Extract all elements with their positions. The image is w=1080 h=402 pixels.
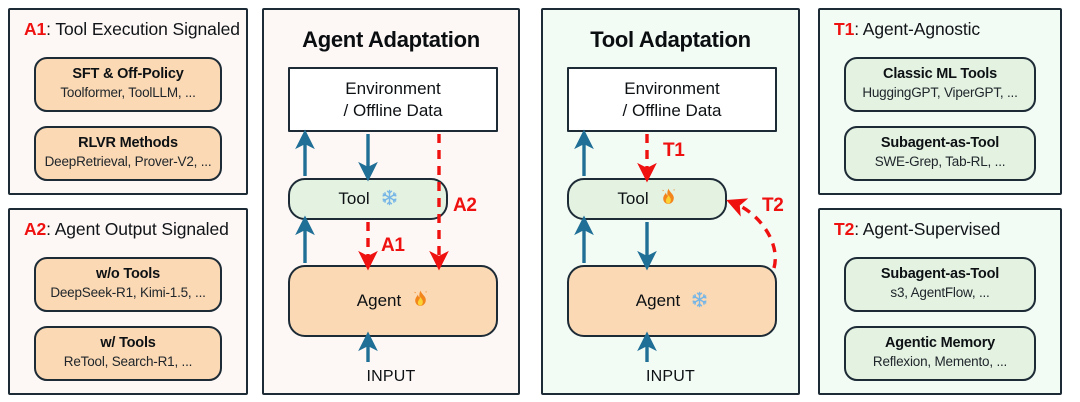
panel-t2-title: T2: Agent-Supervised bbox=[834, 219, 1000, 240]
chip-subtitle: Reflexion, Memento, ... bbox=[872, 354, 1008, 369]
environment-line-2: / Offline Data bbox=[622, 100, 722, 120]
tool-adaptation-title: Tool Adaptation bbox=[590, 27, 751, 52]
panel-a1-title: A1: Tool Execution Signaled bbox=[24, 19, 240, 40]
environment-line-1: Environment bbox=[624, 78, 720, 98]
panel-a2-title: A2: Agent Output Signaled bbox=[24, 219, 229, 240]
chip-w-tools[interactable]: w/ Tools ReTool, Search-R1, ... bbox=[34, 326, 222, 381]
chip-title: Agentic Memory bbox=[885, 335, 995, 351]
agent-node-agent: Agent bbox=[288, 265, 498, 337]
panel-t1-title: T1: Agent-Agnostic bbox=[834, 19, 980, 40]
panel-agent-adaptation: Agent Adaptation Environment / Offline D… bbox=[262, 8, 520, 395]
red-label-a1: A1 bbox=[381, 235, 405, 256]
chip-title: Subagent-as-Tool bbox=[880, 266, 1000, 282]
panel-a1: A1: Tool Execution Signaled SFT & Off-Po… bbox=[8, 8, 248, 195]
environment-node-agent: Environment / Offline Data bbox=[288, 67, 498, 132]
chip-subtitle: SWE-Grep, Tab-RL, ... bbox=[874, 154, 1006, 169]
fire-icon bbox=[660, 188, 677, 210]
fire-icon bbox=[412, 290, 429, 312]
chip-subagent-as-tool-t2[interactable]: Subagent-as-Tool s3, AgentFlow, ... bbox=[844, 257, 1036, 312]
chip-title: SFT & Off-Policy bbox=[72, 66, 184, 82]
red-label-a2: A2 bbox=[453, 195, 477, 216]
chip-title: Classic ML Tools bbox=[883, 66, 997, 82]
chip-wo-tools[interactable]: w/o Tools DeepSeek-R1, Kimi-1.5, ... bbox=[34, 257, 222, 312]
agent-adaptation-title: Agent Adaptation bbox=[302, 27, 480, 52]
environment-node-tool: Environment / Offline Data bbox=[567, 67, 777, 132]
tool-node-label: Tool bbox=[617, 189, 649, 208]
panel-t2: T2: Agent-Supervised Subagent-as-Tool s3… bbox=[818, 208, 1062, 395]
agent-node-tool: Agent bbox=[567, 265, 777, 337]
red-label-t2: T2 bbox=[762, 195, 784, 216]
chip-rlvr-methods[interactable]: RLVR Methods DeepRetrieval, Prover-V2, .… bbox=[34, 126, 222, 181]
chip-title: w/ Tools bbox=[100, 335, 156, 351]
panel-a2-title-text: : Agent Output Signaled bbox=[46, 219, 229, 239]
panel-t2-tag: T2 bbox=[834, 219, 855, 239]
panel-a2-tag: A2 bbox=[24, 219, 47, 239]
chip-subtitle: DeepRetrieval, Prover-V2, ... bbox=[44, 154, 212, 169]
panel-t1-title-text: : Agent-Agnostic bbox=[854, 19, 981, 39]
input-label-tool: INPUT bbox=[646, 368, 695, 385]
panel-t1-tag: T1 bbox=[834, 19, 855, 39]
snowflake-icon bbox=[691, 291, 708, 311]
agent-adaptation-arrows bbox=[295, 129, 449, 362]
snowflake-icon bbox=[381, 189, 398, 209]
agent-node-label: Agent bbox=[356, 291, 402, 310]
panel-a2: A2: Agent Output Signaled w/o Tools Deep… bbox=[8, 208, 248, 395]
panel-tool-adaptation: Tool Adaptation Environment / Offline Da… bbox=[541, 8, 800, 395]
chip-subagent-as-tool-t1[interactable]: Subagent-as-Tool SWE-Grep, Tab-RL, ... bbox=[844, 126, 1036, 181]
tool-adaptation-arrows bbox=[574, 129, 777, 362]
panel-a1-title-text: : Tool Execution Signaled bbox=[46, 19, 240, 39]
chip-title: Subagent-as-Tool bbox=[880, 135, 1000, 151]
red-label-t1: T1 bbox=[663, 140, 685, 161]
environment-line-2: / Offline Data bbox=[343, 100, 443, 120]
chip-subtitle: Toolformer, ToolLLM, ... bbox=[60, 85, 196, 100]
panel-a1-tag: A1 bbox=[24, 19, 47, 39]
agent-node-label: Agent bbox=[635, 291, 681, 310]
tool-node-label: Tool bbox=[338, 189, 370, 208]
chip-agentic-memory[interactable]: Agentic Memory Reflexion, Memento, ... bbox=[844, 326, 1036, 381]
panel-t2-title-text: : Agent-Supervised bbox=[854, 219, 1001, 239]
chip-sft-off-policy[interactable]: SFT & Off-Policy Toolformer, ToolLLM, ..… bbox=[34, 57, 222, 112]
chip-title: w/o Tools bbox=[96, 266, 160, 282]
tool-node-tool: Tool bbox=[567, 178, 727, 220]
chip-title: RLVR Methods bbox=[78, 135, 178, 151]
chip-subtitle: HuggingGPT, ViperGPT, ... bbox=[862, 85, 1018, 100]
chip-classic-ml-tools[interactable]: Classic ML Tools HuggingGPT, ViperGPT, .… bbox=[844, 57, 1036, 112]
chip-subtitle: s3, AgentFlow, ... bbox=[890, 285, 990, 300]
environment-line-1: Environment bbox=[345, 78, 441, 98]
input-label-agent: INPUT bbox=[366, 368, 416, 385]
chip-subtitle: DeepSeek-R1, Kimi-1.5, ... bbox=[50, 285, 206, 300]
chip-subtitle: ReTool, Search-R1, ... bbox=[63, 354, 193, 369]
panel-t1: T1: Agent-Agnostic Classic ML Tools Hugg… bbox=[818, 8, 1062, 195]
